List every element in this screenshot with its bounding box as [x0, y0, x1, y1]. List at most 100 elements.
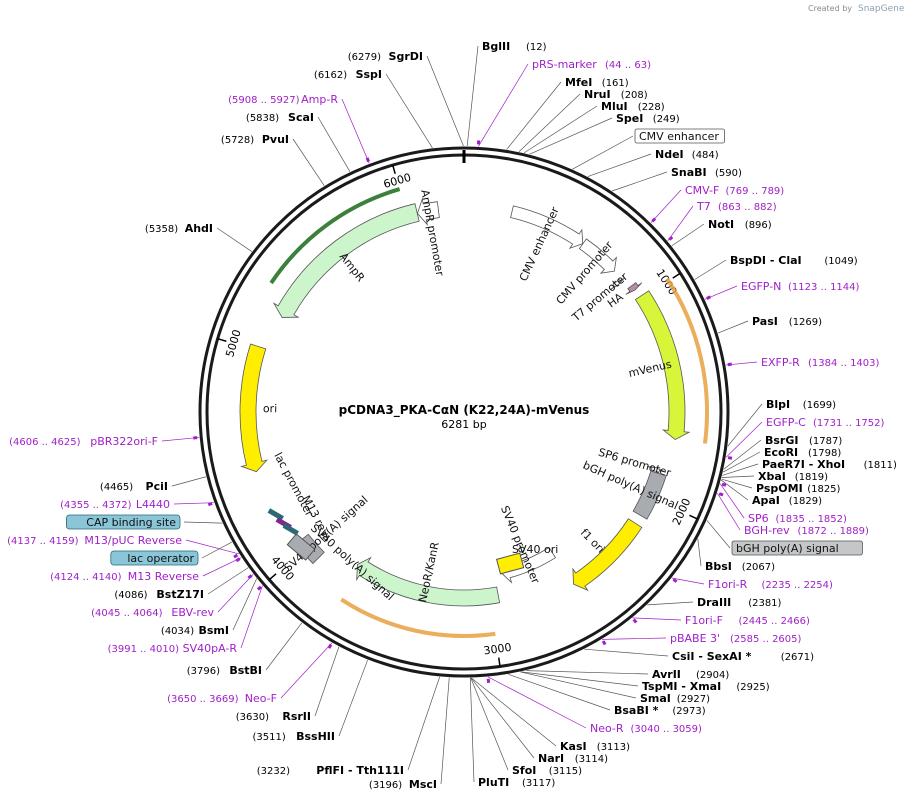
- leader-line: [520, 671, 639, 687]
- leader-line: [232, 578, 257, 631]
- leader-line: [440, 677, 450, 785]
- cmv-enhancer-feature: CMV enhancer: [510, 205, 584, 283]
- site-avrii: AvrII(2904): [652, 668, 729, 681]
- pluti-position: (3117): [522, 778, 555, 789]
- leader-line: [466, 45, 479, 147]
- site-cap-binding-site: CAP binding site: [66, 514, 181, 530]
- sp6-promoter-arrow: [646, 466, 665, 473]
- site-snabi: SnaBI(590): [671, 166, 742, 179]
- primer-mark: [601, 640, 607, 646]
- credit-prefix: Created by: [808, 4, 852, 13]
- bstz17i-name: BstZ17I: [156, 588, 204, 601]
- leader-line: [721, 478, 753, 489]
- tspmi-xmai-name: TspMI - XmaI: [642, 680, 721, 693]
- site-egfp-n: EGFP-N(1123 .. 1144): [741, 280, 860, 293]
- blpi-position: (1699): [803, 400, 836, 411]
- bstbi-name: BstBI: [229, 664, 262, 677]
- sgrdi-name: SgrDI: [389, 50, 423, 63]
- site-kasi: KasI(3113): [560, 740, 630, 753]
- f1ori-f-name: F1ori-F: [685, 614, 723, 627]
- leader-line: [385, 73, 433, 149]
- mlui-name: MluI: [601, 100, 628, 113]
- sv40-ori-label: SV40 ori: [512, 543, 558, 556]
- site-rsrii: RsrII(3630): [236, 710, 311, 723]
- leader-line: [722, 451, 761, 473]
- site-sgrdi: SgrDI (6279): [348, 50, 423, 63]
- ampr-feature: AmpR: [272, 203, 420, 318]
- site-amp-r: Amp-R(5908 .. 5927): [228, 93, 338, 106]
- bbsi-name: BbsI: [705, 560, 732, 573]
- kasi-name: KasI: [560, 740, 587, 753]
- sfoi-position: (3115): [549, 766, 582, 777]
- leader-line: [523, 105, 598, 154]
- paer7i-xhoi-position: (1811): [864, 460, 897, 471]
- leader-line: [471, 677, 557, 747]
- cmv-enhancer-arrow: [510, 205, 584, 250]
- site-cmv-f: CMV-F(769 .. 789): [685, 184, 784, 197]
- bgh-poly-a-signal-box: [731, 540, 863, 556]
- sgrdi-position: (6279): [348, 52, 381, 63]
- cmv-promoter-arrow: [578, 238, 617, 274]
- amp-r-position: (5908 .. 5927): [228, 95, 300, 106]
- leader-line: [719, 483, 745, 519]
- scai-position: (5838): [246, 113, 279, 124]
- site-pbabe-3: pBABE 3'(2585 .. 2605): [670, 632, 802, 645]
- pbr322ori-f-position: (4606 .. 4625): [9, 437, 81, 448]
- tick-label: 3000: [483, 641, 513, 658]
- bstz17i-position: (4086): [114, 590, 147, 601]
- site-pluti: PluTI(3117): [478, 776, 555, 789]
- site-msci: MscI(3196): [369, 778, 437, 791]
- leader-line: [725, 421, 763, 458]
- bstbi-position: (3796): [187, 666, 220, 677]
- site-mlui: MluI(228): [601, 100, 665, 113]
- leader-line: [341, 98, 370, 164]
- smai-name: SmaI: [640, 692, 671, 705]
- leader-line: [706, 520, 731, 549]
- site-f1ori-r: F1ori-R(2235 .. 2254): [708, 578, 833, 591]
- primer-mark: [721, 482, 727, 487]
- cap-binding-site-box: [66, 514, 181, 530]
- site-nrui: NruI(208): [584, 88, 648, 101]
- neor-outline-highlight-arc: [340, 597, 496, 638]
- leader-line: [697, 538, 702, 567]
- leader-line: [407, 676, 441, 771]
- primer-mark: [207, 501, 213, 507]
- f1ori-r-position: (2235 .. 2254): [762, 580, 834, 591]
- pbabe-3-name: pBABE 3': [670, 632, 720, 645]
- site-prs-marker: pRS-marker(44 .. 63): [532, 58, 651, 71]
- plasmid-length: 6281 bp: [441, 418, 486, 431]
- avrii-position: (2904): [696, 670, 729, 681]
- ampr-promoter-label: AmpR promoter: [418, 189, 446, 278]
- blpi-name: BlpI: [766, 398, 790, 411]
- pcii-name: PciI: [146, 480, 168, 493]
- site-blpi: BlpI (1699): [766, 398, 836, 411]
- leader-line: [647, 601, 694, 606]
- leader-line: [506, 81, 562, 150]
- f1ori-f-position: (2445 .. 2466): [739, 616, 811, 627]
- ampr-label: AmpR: [337, 250, 368, 284]
- mfei-name: MfeI: [565, 76, 592, 89]
- sspi-name: SspI: [356, 68, 382, 81]
- xbai-name: XbaI: [758, 470, 786, 483]
- site-smai: SmaI(2927): [640, 692, 710, 705]
- neor-kanr-feature: NeoR/KanR: [356, 540, 501, 607]
- site-bstbi: BstBI (3796): [187, 664, 262, 677]
- nrui-position: (208): [621, 90, 648, 101]
- primer-mark: [233, 553, 239, 559]
- bsabi-name: BsaBI *: [614, 704, 659, 717]
- l4440-position: (4355 .. 4372): [60, 500, 132, 511]
- ampr-promoter-feature: AmpR promoter: [417, 189, 446, 278]
- leader-line: [173, 502, 214, 505]
- t7-name: T7: [696, 200, 711, 213]
- neo-f-position: (3650 .. 3669): [167, 694, 239, 705]
- site-pasi: PasI(1269): [752, 315, 822, 328]
- t7-promoter-arrow: [610, 277, 625, 290]
- mvenus-arrow: [634, 290, 691, 441]
- site-tspmi-xmai: TspMI - XmaI(2925): [642, 680, 770, 693]
- rsrii-name: RsrII: [282, 710, 311, 723]
- ori-arrow: [239, 343, 268, 473]
- egfp-c-name: EGFP-C: [766, 416, 806, 429]
- leader-line: [727, 403, 763, 447]
- sp6-position: (1835 .. 1852): [776, 514, 848, 525]
- site-egfp-c: EGFP-C(1731 .. 1752): [766, 416, 885, 429]
